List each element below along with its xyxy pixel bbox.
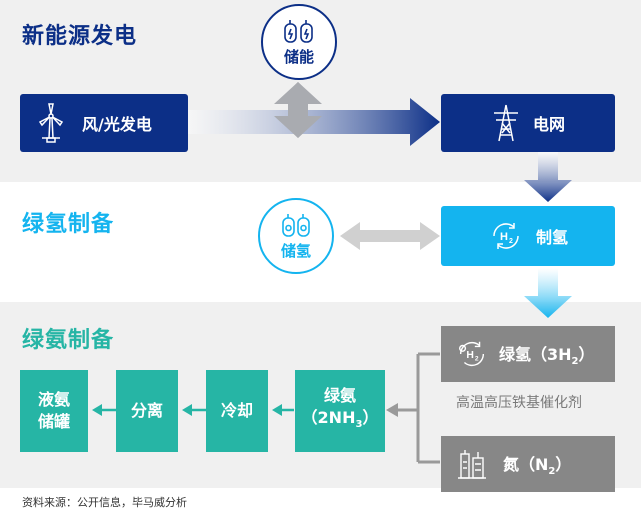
node-grid: 电网 [441,94,615,152]
catalyst-label: 高温高压铁基催化剂 [456,395,582,411]
arrow-nh3-to-cooling [272,404,282,416]
node-cooling: 冷却 [206,370,268,452]
cooling-label: 冷却 [220,401,253,420]
section-title-green-h2: 绿氢制备 [22,212,115,237]
h2-production-label: 制氢 [535,228,568,247]
node-wind-solar: 风/光发电 [20,94,188,152]
node-n2: 氮（N2） [441,436,615,492]
green-nh3-line2: （2NH3） [301,408,379,431]
separation-label: 分离 [130,401,163,420]
grid-label: 电网 [532,115,565,134]
storage-label: 储能 [283,47,314,66]
node-h2-storage: 储氢 [258,198,334,274]
wind-turbine-icon [38,103,64,143]
svg-text:2: 2 [475,356,479,363]
h2-cycle-icon: H 2 [493,223,519,249]
h2-cycle-small-icon: H 2 [459,341,485,367]
arrow-h2-to-3h2 [524,268,572,318]
source-note: 资料来源：公开信息，毕马威分析 [22,496,187,509]
n2-label: 氮（N2） [503,454,572,478]
node-green-h2-3h2: H 2 绿氢（3H2） [441,326,615,382]
svg-text:H: H [466,350,474,361]
h2-tank-icon [282,213,310,237]
node-storage: 储能 [261,4,337,80]
section-title-green-nh3: 绿氨制备 [22,328,115,353]
liquid-nh3-line2: 储罐 [37,412,70,431]
section-title-new-energy: 新能源发电 [22,24,138,49]
arrow-h2-storage-double [340,222,440,250]
svg-text:2: 2 [509,238,513,245]
arrow-separation-to-storage [92,404,102,416]
arrow-cooling-to-separation [182,404,192,416]
node-h2-production: H 2 制氢 [441,206,615,266]
node-green-nh3: 绿氨 （2NH3） [295,370,385,452]
battery-storage-icon [284,19,313,43]
node-separation: 分离 [116,370,178,452]
node-liquid-nh3-storage: 液氨 储罐 [20,370,88,452]
nitrogen-plant-icon [458,450,486,479]
arrow-grid-to-h2 [524,152,572,202]
wind-solar-label: 风/光发电 [82,115,152,134]
green-nh3-line1: 绿氨 [323,386,356,406]
liquid-nh3-line1: 液氨 [37,390,70,409]
h2-storage-label: 储氢 [280,241,311,260]
green-h2-3h2-label: 绿氢（3H2） [499,344,595,368]
svg-text:H: H [500,231,508,243]
power-tower-icon [493,104,518,142]
